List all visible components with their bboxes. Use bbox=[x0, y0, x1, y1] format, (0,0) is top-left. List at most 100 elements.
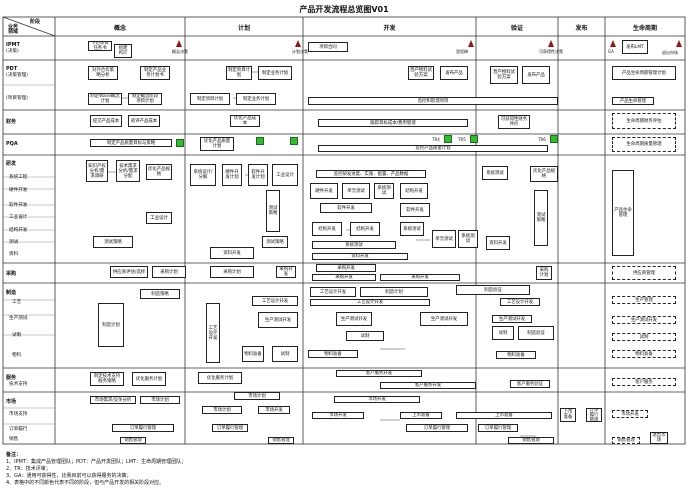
pqa-dev-box: 监控产品质量计划 bbox=[318, 145, 548, 152]
adcp-marker bbox=[548, 40, 554, 47]
mfg-proc-dev-box: 工艺设计开发 bbox=[310, 299, 430, 306]
phase-plan: 计划 bbox=[237, 25, 250, 32]
phase-validate: 验证 bbox=[510, 25, 523, 32]
order-box: 订单履行管理 bbox=[112, 424, 174, 432]
pur-plan-box: 采购计划 bbox=[152, 266, 186, 278]
val-spec-box: 优化产品规格 bbox=[530, 166, 558, 182]
val-doc-box: 资料开发 bbox=[486, 236, 510, 250]
lane-sys: 系统工程 bbox=[9, 175, 28, 180]
lane-purchase: 采购 bbox=[6, 271, 17, 277]
mfg-val-sys-box: 制造验证 bbox=[518, 326, 554, 340]
mkt-launch-box: 上市准备 bbox=[456, 412, 552, 419]
pur-dev-box-small: 采购开发 bbox=[276, 266, 296, 278]
svc-strategy-box-2: 优化服务计划 bbox=[132, 372, 166, 386]
lane-proc: 工艺 bbox=[12, 300, 22, 305]
dev-monitor-box: 监控和管理项目 bbox=[308, 97, 558, 105]
unit-test-box: 单元测试 bbox=[342, 183, 370, 199]
corner-biz-label: 业务 bbox=[8, 24, 19, 30]
test-run-box: 系统测试 bbox=[312, 241, 396, 249]
fin-eval-box: 初评产品成本 bbox=[128, 115, 160, 127]
order-dev-box: 订单履行管理 bbox=[406, 424, 468, 432]
milestone-label: 里程碑 bbox=[456, 49, 468, 54]
ie-plan-box: 工业设计 bbox=[272, 164, 298, 186]
pur-plan-box-2: 采购计划 bbox=[210, 266, 254, 278]
concept-dcp-marker bbox=[176, 40, 182, 47]
plan-test-box: 测试策略 bbox=[262, 236, 288, 248]
sales-box: 销售管理 bbox=[120, 437, 146, 444]
doc-box: 资料开发 bbox=[312, 253, 408, 260]
tr4-indicator bbox=[444, 135, 452, 143]
lmt-box: 发布LMT bbox=[622, 40, 648, 54]
lane-pdt: PDT bbox=[6, 66, 18, 72]
fin-val-box: 可获得性财务评价 bbox=[498, 115, 530, 129]
lane-service: 服务 bbox=[6, 375, 17, 381]
mfg-material-dev-box: 物料准备 bbox=[308, 350, 358, 358]
lane-order: 订单履行 bbox=[9, 427, 28, 432]
tr6-label: TR6 bbox=[538, 137, 546, 142]
corner-domain-label: 领域 bbox=[8, 29, 19, 35]
lane-service-support: 技术支持 bbox=[9, 382, 28, 387]
lane-ipmt: IPMT bbox=[6, 42, 20, 48]
mkt-dev-box-2: 市场开发 bbox=[312, 412, 364, 419]
lane-test: 测试 bbox=[9, 240, 19, 245]
proj-est-box: 制定概念阶段项目计划 bbox=[128, 93, 162, 105]
lane-mfg: 制造 bbox=[6, 290, 17, 296]
plan-dcp-marker bbox=[295, 40, 301, 47]
proj-plan-box: 制定Wave概念计划 bbox=[88, 93, 122, 105]
eol-label: 退出市场 bbox=[662, 50, 678, 55]
arch-box: 技术需求分析/需求分配 bbox=[116, 160, 140, 182]
lane-finance: 财务 bbox=[6, 119, 17, 125]
sw-dev-box: 软件开发 bbox=[320, 203, 372, 213]
plan-ctrl-box-2: 制定业务计划 bbox=[236, 93, 276, 105]
order-plan-box: 订单履行管理 bbox=[212, 424, 248, 432]
struct-box-2: 结构开发 bbox=[350, 222, 380, 236]
mkt-dev-box: 市场开发 bbox=[334, 396, 420, 403]
page-title: 产品开发流程总览图V01 bbox=[299, 5, 389, 14]
test-box-2: 系统测试 bbox=[400, 222, 424, 236]
corner-phase-label: 阶段 bbox=[30, 19, 41, 25]
lc-mgr-box: 产品生命管理 bbox=[612, 97, 654, 105]
svc-dev-box: 客户服务开发 bbox=[336, 370, 422, 377]
sys-test-box: 系统测试 bbox=[374, 183, 394, 199]
pur-dev-box: 采购开发 bbox=[316, 264, 376, 272]
lane-sw: 软件开发 bbox=[9, 203, 28, 208]
lane-pqa: PQA bbox=[6, 141, 18, 147]
lane-pm: (项目管理) bbox=[6, 96, 28, 101]
tr4-label: TR4 bbox=[432, 137, 440, 142]
unit-test-box-2: 单元测试 bbox=[432, 230, 456, 248]
note-2: 2、TR：技术评审； bbox=[6, 466, 51, 472]
mkt-strategy-box: 市场需求/竞争分析 bbox=[90, 396, 136, 404]
notes-heading: 备注： bbox=[6, 452, 22, 458]
val-launch-box: 营产物料试验方案 bbox=[490, 66, 518, 84]
mfg-trial-dev-box: 试制 bbox=[346, 331, 384, 341]
pur-dev-box-2: 采购开发 bbox=[312, 274, 376, 281]
mfg-proc-box: 工艺设计开发 bbox=[252, 296, 298, 306]
phase-develop: 开发 bbox=[383, 25, 396, 32]
phase-lifecycle: 生命周期 bbox=[632, 25, 657, 32]
fin-cost-box: 提交产品成本 bbox=[90, 115, 122, 127]
lc-plan-box: 产品生命周期管理计划 bbox=[612, 66, 676, 80]
svc-lc-box: 客户服务 bbox=[612, 378, 676, 386]
pqa-lc-box: 生命周期质量管理 bbox=[612, 137, 676, 152]
plan-pm-box-2: 制定项目计划 bbox=[190, 93, 230, 105]
lane-prodtest: 生产测试 bbox=[9, 316, 28, 321]
val-launch-box-a: 营产物料试验方案 bbox=[408, 66, 434, 80]
phase-launch: 发布 bbox=[575, 25, 588, 32]
sw-dev-box-2: 软件开发 bbox=[400, 203, 430, 217]
hw-dev-box: 硬件开发 bbox=[310, 183, 338, 199]
tr6-indicator bbox=[550, 135, 558, 143]
svc-val-box: 客户服务验证 bbox=[510, 380, 550, 388]
mkt-plan-box-3: 市场开发 bbox=[258, 406, 290, 414]
milestone-marker bbox=[468, 40, 474, 47]
charter-box: 组建PDT bbox=[114, 44, 132, 58]
val-mkt-box: 发布产品 bbox=[522, 66, 550, 84]
pur-dev-box-3: 采购开发 bbox=[380, 274, 460, 281]
mfg-lc-box-4: 物料准备 bbox=[612, 350, 676, 358]
pqa-plan-box: 优化产品质量计划 bbox=[200, 137, 234, 151]
lane-pdt-sub: (决策管理) bbox=[6, 73, 28, 78]
mfg-test-dev-box: 生产测试开发 bbox=[336, 312, 372, 326]
fin-plan-box: 优化产品成本 bbox=[230, 115, 260, 127]
lane-ipmt-sub: (决策) bbox=[6, 49, 19, 54]
lane-ie: 工业设计 bbox=[9, 215, 28, 220]
